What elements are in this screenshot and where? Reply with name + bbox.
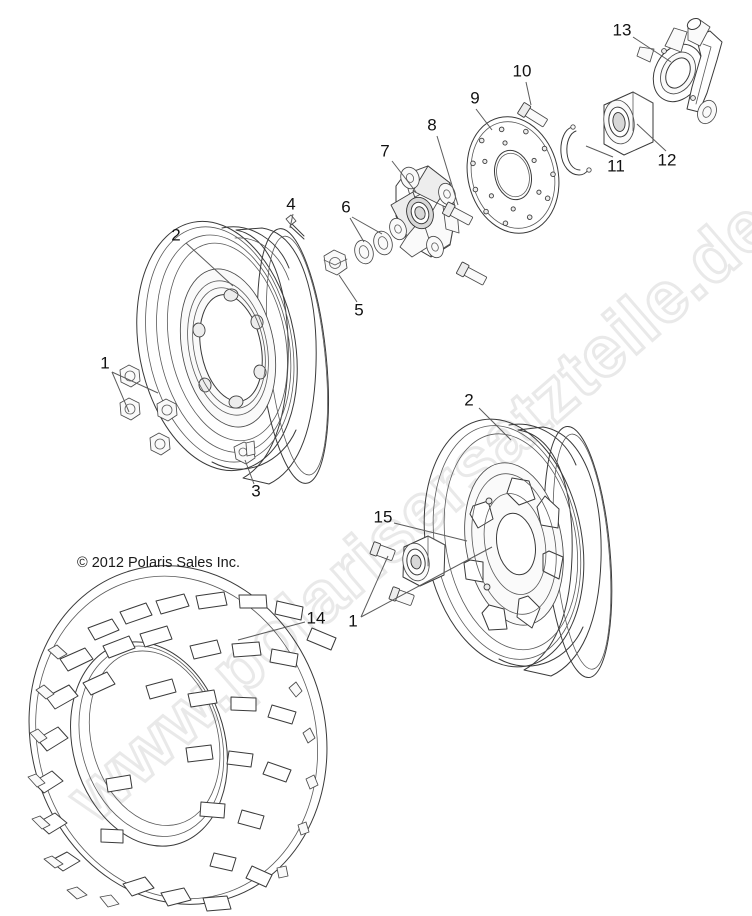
callout-2-rear: 2 — [464, 390, 473, 409]
washer-parts — [354, 230, 393, 265]
brake-disc-holes — [470, 126, 556, 227]
callout-4: 4 — [286, 194, 295, 213]
callout-5: 5 — [354, 300, 363, 319]
rear-wheel-spoke-pockets — [463, 477, 564, 631]
callout-3: 3 — [251, 481, 260, 500]
leader-lines — [111, 36, 672, 641]
valve-stem-part — [233, 440, 256, 465]
callout-numbers: 1 2 3 4 5 6 7 8 9 10 11 12 13 14 15 2 1 — [100, 20, 676, 630]
watermark-layer: www.polarisersatzteile.de — [51, 183, 752, 839]
callout-10: 10 — [513, 61, 532, 80]
callout-11: 11 — [607, 156, 625, 175]
callout-1-rear: 1 — [348, 611, 357, 630]
callout-14: 14 — [307, 608, 326, 627]
hub-bolt-parts — [442, 201, 488, 286]
brake-disc-inner-holes — [482, 140, 542, 212]
wheel-hub-part — [389, 165, 460, 259]
center-cap-part — [402, 535, 446, 587]
front-wheel-face-detail — [187, 280, 269, 416]
copyright-notice: © 2012 Polaris Sales Inc. — [77, 555, 240, 571]
callout-2: 2 — [171, 225, 180, 244]
tire-part — [27, 565, 337, 912]
front-wheel-lug-holes — [192, 288, 267, 409]
wheel-bearing-part — [603, 91, 654, 156]
callout-9: 9 — [470, 88, 479, 107]
rear-wheel-rim — [423, 418, 613, 679]
rear-wheel-face-rings — [471, 473, 557, 615]
callout-13: 13 — [613, 20, 632, 39]
callout-12: 12 — [658, 150, 677, 169]
brake-disc-part — [466, 116, 560, 234]
disc-bolt-part — [517, 102, 548, 128]
watermark-text: www.polarisersatzteile.de — [52, 185, 752, 838]
rear-wheel-lug-holes — [483, 497, 493, 591]
callout-7: 7 — [380, 141, 389, 160]
castle-nut-part — [323, 249, 348, 276]
cotter-pin-part — [285, 214, 305, 240]
callout-15: 15 — [374, 507, 393, 526]
callout-1: 1 — [100, 353, 109, 372]
snap-ring-part — [560, 124, 592, 176]
tire-side-lugs — [27, 644, 319, 908]
callout-6: 6 — [341, 197, 350, 216]
callout-8: 8 — [427, 115, 436, 134]
front-lug-nuts — [119, 364, 178, 456]
front-wheel-rim — [136, 220, 329, 485]
